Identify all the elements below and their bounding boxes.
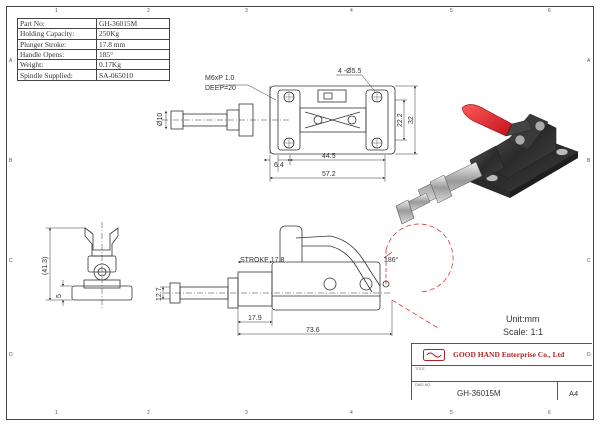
zone-bottom-1: 1 — [55, 410, 58, 416]
title-caption: TITLE — [415, 367, 425, 371]
isometric-clamp-illustration — [395, 104, 579, 225]
dim-thread-depth: DEEP=20 — [205, 85, 236, 92]
dim-hole-spacing: 22.2 — [397, 113, 404, 127]
drawing-border — [6, 6, 594, 420]
zone-bottom-6: 6 — [548, 410, 551, 416]
spec-value: SA-065010 — [96, 69, 170, 81]
dwg-caption: DWG NO. — [415, 383, 432, 387]
company-logo-icon — [423, 349, 445, 361]
zone-right-c: C — [587, 258, 591, 264]
zone-bottom-5: 5 — [450, 410, 453, 416]
zone-right-b: B — [587, 158, 591, 164]
dim-hole-length: 44.5 — [322, 153, 336, 160]
dim-stroke: STROKE 17.8 — [240, 257, 284, 264]
dim-height: (41.3) — [42, 257, 49, 275]
sheet-size: A4 — [569, 389, 579, 398]
zone-top-2: 2 — [147, 8, 150, 14]
zone-right-a: A — [587, 58, 591, 64]
end-view — [71, 222, 133, 308]
dim-base-thick: 5 — [56, 294, 63, 298]
zone-left-c: C — [9, 258, 13, 264]
zone-top-6: 6 — [548, 8, 551, 14]
drawing-number: GH-36015M — [457, 389, 501, 398]
dim-thread: M6xP 1.0 — [205, 75, 235, 82]
zone-left-b: B — [9, 158, 13, 164]
dim-base-length: 57.2 — [322, 171, 336, 178]
dim-offset: 6.4 — [274, 162, 284, 169]
dim-holes: 4 -Ø5.5 — [338, 68, 361, 75]
zone-right-d: D — [587, 352, 591, 358]
zone-left-a: A — [9, 58, 13, 64]
zone-top-1: 1 — [55, 8, 58, 14]
top-view-dimensions — [164, 74, 418, 182]
zone-top-3: 3 — [245, 8, 248, 14]
scale-label: Scale: 1:1 — [503, 327, 544, 337]
dim-plunger-height: 12.7 — [156, 287, 163, 301]
zone-top-4: 4 — [350, 8, 353, 14]
spec-row: Spindle Supplied:SA-065010 — [17, 69, 170, 81]
side-view-dimensions — [160, 260, 393, 336]
spec-table: Part No:GH-36015M Holding Capacity:250Kg… — [17, 17, 170, 81]
zone-top-5: 5 — [450, 8, 453, 14]
end-view-dimensions — [46, 227, 85, 306]
dim-overall-len: 73.6 — [306, 327, 320, 334]
zone-bottom-3: 3 — [245, 410, 248, 416]
zone-left-d: D — [9, 352, 13, 358]
side-view — [164, 225, 392, 311]
title-block: GOOD HAND Enterprise Co., Ltd TITLE DWG … — [411, 343, 592, 400]
dim-handle-angle: 186° — [384, 256, 399, 264]
dim-plunger-stroke-len: 17.9 — [248, 315, 262, 322]
zone-bottom-2: 2 — [147, 410, 150, 416]
unit-label: Unit:mm — [506, 314, 540, 324]
top-view — [162, 85, 396, 155]
company-name: GOOD HAND Enterprise Co., Ltd — [453, 350, 565, 359]
handle-swing-arc — [383, 223, 454, 329]
dim-base-width: 32 — [408, 116, 415, 124]
dim-plunger-dia: Ø10 — [157, 113, 164, 126]
zone-bottom-4: 4 — [350, 410, 353, 416]
